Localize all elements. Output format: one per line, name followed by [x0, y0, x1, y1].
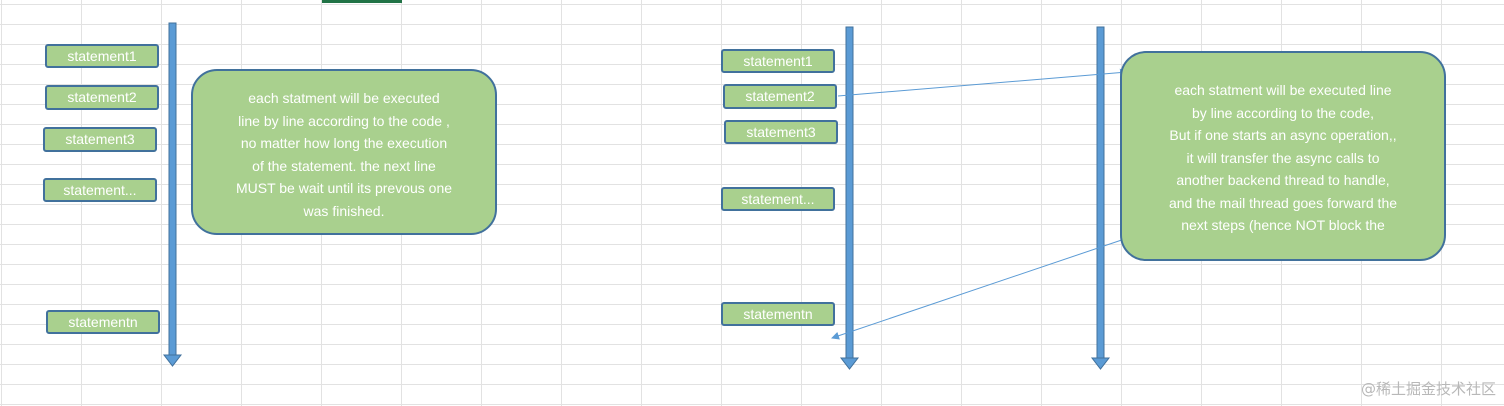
right-statement-3: statement3 [724, 120, 838, 144]
left-statement-n: statementn [46, 310, 160, 334]
right-note-line-1: each statment will be executed line [1174, 82, 1392, 98]
right-note-line-2: by line according to the code, [1191, 104, 1375, 121]
right-statement-n: statementn [721, 302, 835, 326]
left-note-line-2: line by line according to the code , [238, 112, 450, 129]
main-thread-timeline-arrow [839, 26, 860, 370]
right-statement-2: statement2 [723, 84, 837, 109]
right-note-line-5: another backend thread to handle, [1176, 172, 1390, 188]
right-statement-1: statement1 [721, 49, 835, 73]
watermark-text: @稀土掘金技术社区 [1360, 380, 1496, 398]
left-note-bubble: each statment will be executed line by l… [191, 69, 497, 235]
left-statement-2: statement2 [45, 85, 159, 110]
left-timeline-arrow [162, 22, 183, 367]
left-statement-ellipsis: statement... [43, 178, 157, 202]
right-note-line-3: But if one starts an async operation,, [1169, 127, 1397, 143]
left-note-line-4: of the statement. the next line [252, 157, 436, 174]
left-note-line-5: MUST be wait until its prevous one [235, 180, 453, 196]
left-note-line-3: no matter how long the execution [240, 135, 448, 151]
left-statement-3: statement3 [43, 127, 157, 152]
right-note-line-7: next steps (hence NOT block the [1181, 217, 1385, 233]
callback-return-connector [831, 225, 1164, 340]
right-note-bubble: each statment will be executed line by l… [1120, 51, 1446, 261]
right-note-line-6: and the mail thread goes forward the [1168, 194, 1398, 211]
selected-cell-indicator [322, 0, 402, 3]
right-note-line-4: it will transfer the async calls to [1186, 149, 1380, 166]
left-note-line-1: each statment will be executed [248, 90, 440, 106]
left-note-line-6: was finished. [303, 202, 385, 219]
backend-thread-timeline-arrow [1090, 26, 1111, 370]
right-statement-ellipsis: statement... [721, 187, 835, 211]
left-statement-1: statement1 [45, 44, 159, 68]
async-call-connector [837, 68, 1128, 97]
